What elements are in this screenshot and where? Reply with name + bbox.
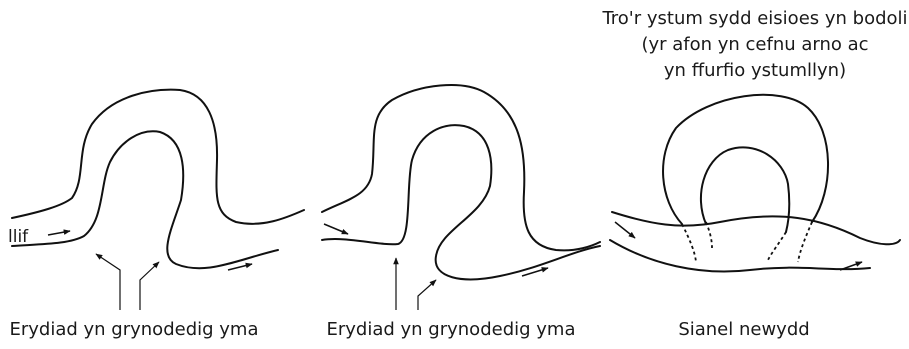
river-bank-inner bbox=[322, 125, 600, 279]
flow-arrow bbox=[324, 224, 348, 234]
panel-caption: Erydiad yn grynodedig yma bbox=[326, 319, 575, 340]
panel-1: llif Erydiad yn grynodedig yma bbox=[8, 90, 304, 340]
erosion-pointer bbox=[96, 254, 120, 310]
river-bank-outer bbox=[322, 85, 600, 250]
panel-3: Tro'r ystum sydd eisioes yn bodoli (yr a… bbox=[601, 8, 907, 340]
new-channel-lower-bank bbox=[610, 240, 870, 272]
flow-label: llif bbox=[8, 227, 29, 247]
panel-2: Erydiad yn grynodedig yma bbox=[322, 85, 600, 340]
abandoned-channel-join bbox=[768, 232, 786, 260]
new-channel-upper-bank bbox=[612, 212, 900, 244]
annotation-line: (yr afon yn cefnu arno ac bbox=[641, 34, 868, 55]
flow-arrow bbox=[615, 222, 635, 238]
abandoned-channel-join bbox=[798, 222, 812, 262]
flow-arrow bbox=[48, 231, 70, 235]
abandoned-meander-inner bbox=[701, 147, 789, 232]
annotation-line: Tro'r ystum sydd eisioes yn bodoli bbox=[601, 8, 907, 29]
river-bank-outer bbox=[12, 90, 304, 224]
river-bank-inner bbox=[12, 131, 278, 268]
annotation-line: yn ffurfio ystumllyn) bbox=[664, 60, 846, 81]
panel-caption: Sianel newydd bbox=[678, 319, 809, 340]
erosion-pointer bbox=[418, 280, 436, 310]
erosion-pointer bbox=[140, 262, 159, 310]
abandoned-meander-outer bbox=[663, 95, 828, 224]
abandoned-channel-join bbox=[682, 224, 696, 262]
panel-caption: Erydiad yn grynodedig yma bbox=[9, 319, 258, 340]
flow-arrow bbox=[228, 264, 252, 270]
abandoned-channel-join bbox=[706, 222, 712, 248]
